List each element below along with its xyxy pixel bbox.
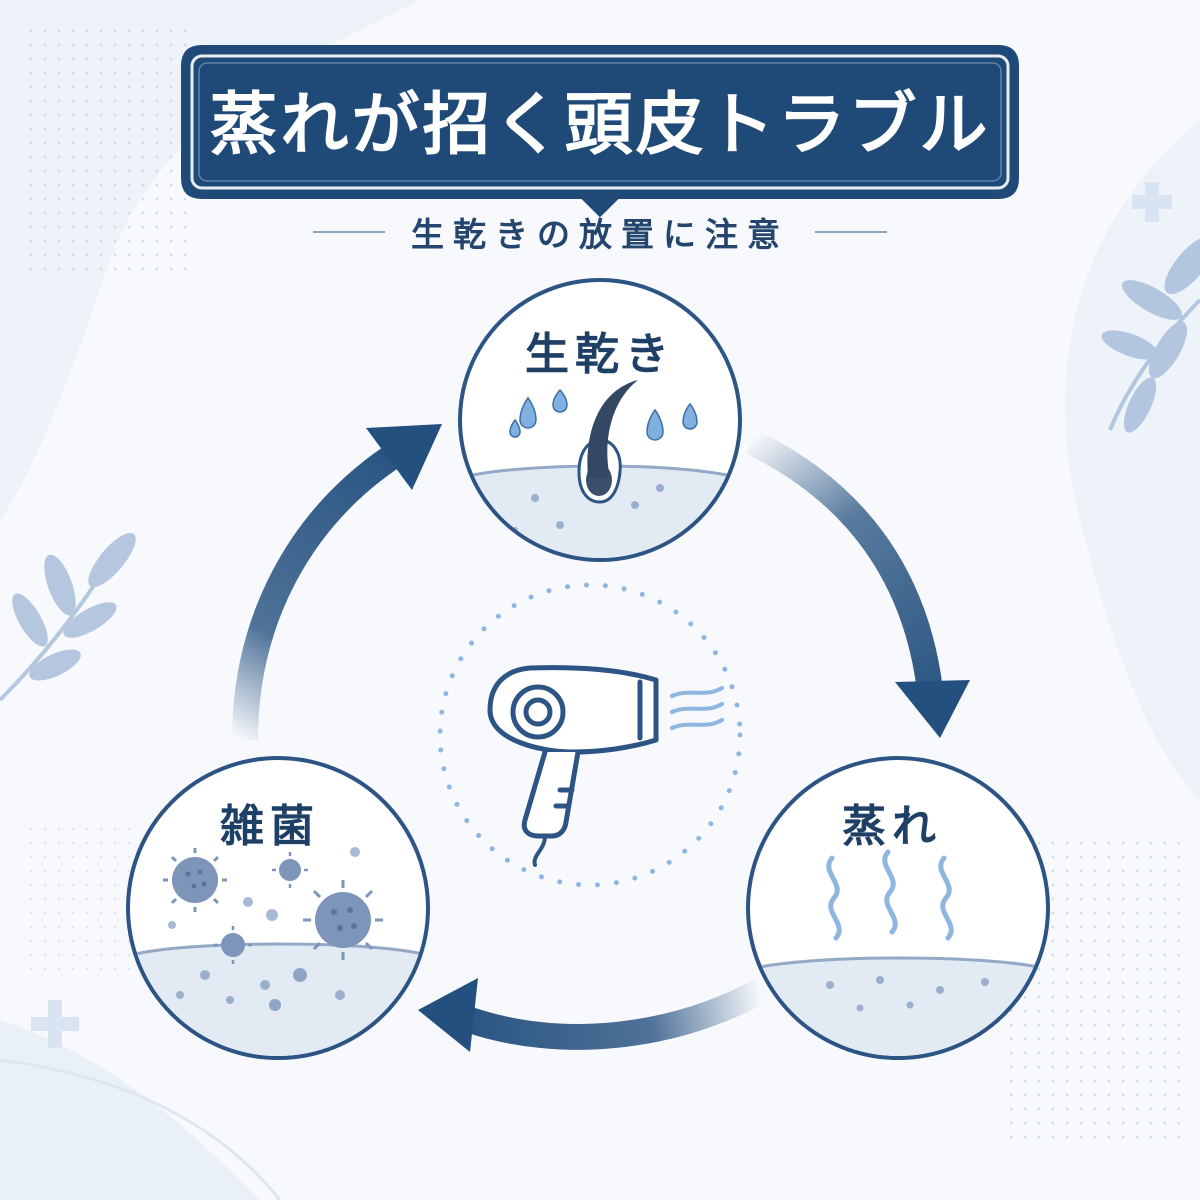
subtitle-text: 生乾きの放置に注意: [411, 215, 789, 254]
node-label-steam: 蒸れ: [842, 801, 942, 852]
steam-scalp-icon: [826, 849, 954, 941]
subtitle: 生乾きの放置に注意: [0, 208, 1200, 256]
page-title: 蒸れが招く頭皮トラブル: [209, 85, 991, 165]
plus-icon: [1132, 182, 1172, 222]
leaf-sprig-icon: [1101, 235, 1200, 433]
cycle-arrow-left: [232, 424, 442, 741]
cycle-arrow-bottom: [418, 978, 769, 1052]
bacteria-scalp-icon: [163, 847, 383, 964]
center-dryer-group: [437, 582, 743, 888]
cycle-arrow-top-right: [746, 430, 970, 738]
leaf-sprig-icon: [0, 532, 136, 702]
subtitle-rule-right: [815, 231, 887, 233]
plus-icon: [31, 1000, 79, 1048]
node-label-wet-hair: 生乾き: [525, 329, 675, 380]
hair-dryer-icon: [487, 665, 724, 867]
node-wet-hair: [458, 278, 742, 562]
node-label-bacteria: 雑菌: [220, 801, 320, 852]
title-banner: [181, 45, 1019, 218]
subtitle-rule-left: [313, 231, 385, 233]
wet-hair-scalp-icon: [509, 380, 698, 504]
